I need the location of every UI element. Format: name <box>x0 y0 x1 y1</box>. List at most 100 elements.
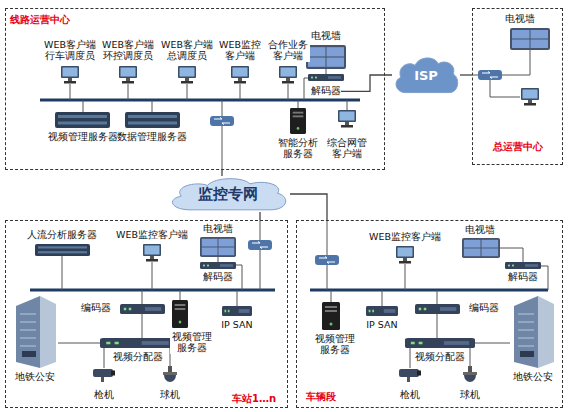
encoder-icon <box>415 304 460 314</box>
building-icon <box>16 296 56 368</box>
switch-icon <box>248 240 272 250</box>
device-label: 电视墙 <box>311 31 341 42</box>
region-title: 车站1…n <box>232 392 276 406</box>
device-label: 地铁公安 <box>513 372 553 383</box>
device-label: IP SAN <box>366 320 397 331</box>
device-label: 球机 <box>160 390 180 401</box>
device-name: 地铁公安 <box>15 372 55 383</box>
device-name: 视频管理服务器 <box>48 132 118 143</box>
device-label: 编码器 <box>81 303 111 314</box>
device-label: WEB客户端 环控调度员 <box>100 40 156 62</box>
gun-camera-icon <box>93 369 115 382</box>
device-label: WEB监控客户端 <box>369 232 441 243</box>
device-label: 人流分析服务器 <box>27 230 97 241</box>
device-label: 解码器 <box>508 272 538 283</box>
device-label: 电视墙 <box>465 225 495 236</box>
video-wall-icon <box>462 238 500 258</box>
device-label: 综合网管 客户端 <box>325 138 369 160</box>
pc-icon <box>231 66 249 84</box>
device-name: 解码器 <box>311 86 341 97</box>
decoder-icon <box>308 74 344 81</box>
device-label: 地铁公安 <box>15 372 55 383</box>
network-bus <box>30 100 548 290</box>
device-label: WEB监控 客户端 <box>217 40 263 62</box>
device-name: 枪机 <box>94 390 114 401</box>
device-label: WEB客户端 行车调度员 <box>42 40 98 62</box>
pc-icon <box>178 66 196 84</box>
region-title: 车辆段 <box>306 390 336 404</box>
device-name: 视频分配器 <box>113 352 163 363</box>
region-title: 线路运营中心 <box>10 13 70 27</box>
pc-icon <box>119 66 137 84</box>
server-icon <box>290 108 306 134</box>
encoder-icon <box>120 304 165 314</box>
dome-camera-icon <box>163 366 177 382</box>
server-icon <box>172 300 188 328</box>
video-wall-icon <box>510 28 550 50</box>
region-box: 线路运营中心 WEB客户端 行车调度员WEB客户端 环控调度员WEB客户端 总调度… <box>5 8 385 170</box>
device-label: WEB监控客户端 <box>116 230 188 241</box>
network-link <box>259 212 260 220</box>
network-wires <box>58 50 548 368</box>
device-name: 数据管理服务器 <box>117 132 187 143</box>
storage-icon <box>222 306 252 316</box>
server-icon <box>322 302 340 330</box>
device-label: 视频管理 服务器 <box>313 334 357 356</box>
device-name: 球机 <box>160 390 180 401</box>
device-name: 球机 <box>460 390 480 401</box>
distributor-icon <box>405 338 475 348</box>
decoder-icon <box>505 262 541 269</box>
device-label: 球机 <box>460 390 480 401</box>
region-box: 车辆段WEB监控客户端电视墙解码器视频管理 服务器IP SAN编码器视频分配器地… <box>296 220 563 408</box>
server-icon <box>125 112 180 128</box>
network-link <box>221 170 222 176</box>
device-name: 编码器 <box>81 303 111 314</box>
device-name: 解码器 <box>203 272 233 283</box>
network-link <box>290 194 327 220</box>
pc-icon <box>521 88 539 106</box>
cloud-outline <box>172 179 285 210</box>
server-icon <box>55 112 110 128</box>
device-name: WEB监控 客户端 <box>217 40 263 62</box>
distributor-icon <box>100 338 175 348</box>
device-name: 人流分析服务器 <box>27 230 97 241</box>
device-label: WEB客户端 总调度员 <box>159 40 215 62</box>
video-wall-icon <box>200 237 236 257</box>
network-cloud: 监控专网 <box>165 176 290 212</box>
device-name: 视频管理 服务器 <box>170 332 214 354</box>
device-name: 视频管理 服务器 <box>313 334 357 356</box>
device-name: 解码器 <box>508 272 538 283</box>
switch-icon <box>478 70 502 80</box>
device-name: 电视墙 <box>311 31 341 42</box>
device-name: IP SAN <box>221 320 252 331</box>
device-name: 电视墙 <box>505 14 535 25</box>
region-title: 总运营中心 <box>493 140 543 154</box>
device-label: 枪机 <box>94 390 114 401</box>
building-icon <box>514 296 554 368</box>
device-label: 合作业务 客户端 <box>266 40 310 62</box>
storage-icon <box>366 306 398 316</box>
dome-camera-icon <box>463 366 477 382</box>
device-name: 地铁公安 <box>513 372 553 383</box>
device-name: 枪机 <box>400 390 420 401</box>
device-name: WEB客户端 环控调度员 <box>100 40 156 62</box>
network-cloud: ISP <box>392 55 460 95</box>
decoder-icon <box>200 262 236 269</box>
device-name: 电视墙 <box>203 224 233 235</box>
device-name: 智能分析 服务器 <box>276 138 320 160</box>
device-label: 枪机 <box>400 390 420 401</box>
device-label: 电视墙 <box>505 14 535 25</box>
pc-icon <box>279 66 297 84</box>
device-label: 智能分析 服务器 <box>276 138 320 160</box>
device-label: 数据管理服务器 <box>117 132 187 143</box>
device-name: WEB客户端 行车调度员 <box>42 40 98 62</box>
device-name: 合作业务 客户端 <box>266 40 310 62</box>
server-icon <box>35 244 90 256</box>
device-name: WEB监控客户端 <box>116 230 188 241</box>
pc-icon <box>61 66 79 84</box>
device-name: 综合网管 客户端 <box>325 138 369 160</box>
device-label: 视频管理服务器 <box>48 132 118 143</box>
device-label: 解码器 <box>311 86 341 97</box>
device-label: IP SAN <box>221 320 252 331</box>
gun-camera-icon <box>399 369 421 382</box>
